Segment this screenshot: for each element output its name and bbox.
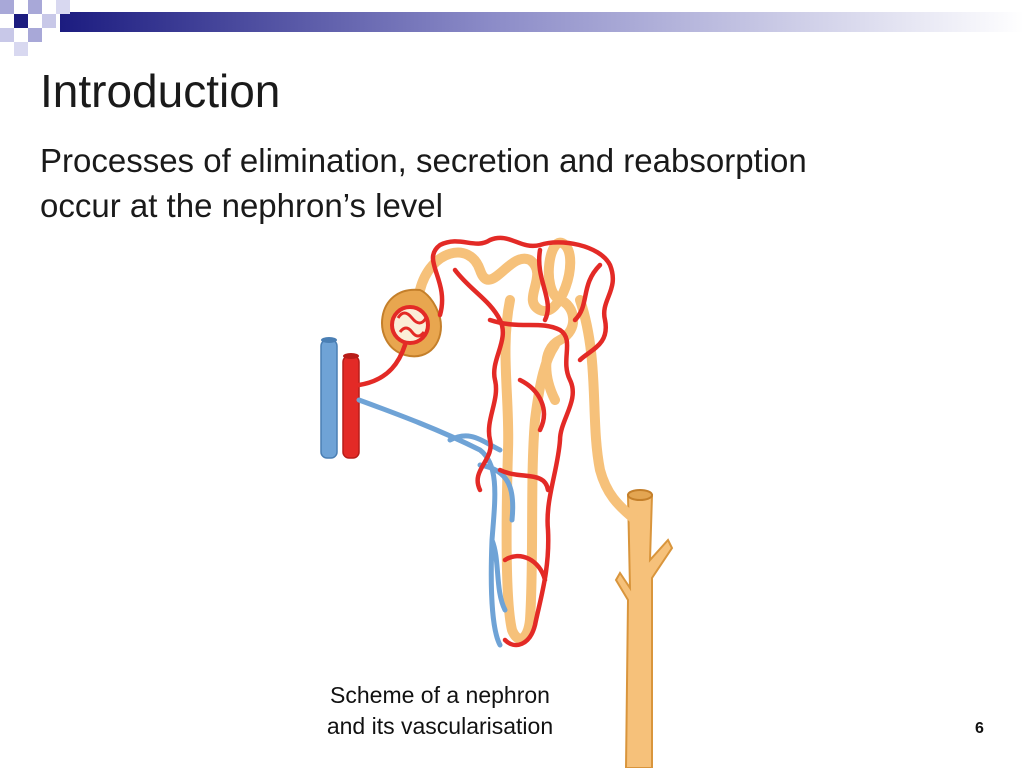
nephron-illustration [320,235,674,768]
header-decoration [0,0,1024,56]
loop-of-henle [500,295,560,644]
figure-caption: Scheme of a nephron and its vascularisat… [300,680,580,742]
slide-title: Introduction [40,65,281,117]
page-number: 6 [975,720,984,737]
slide-body: Processes of elimination, secretion and … [40,138,940,228]
body-line-1: Processes of elimination, secretion and … [40,142,807,179]
renal-vessels [320,337,360,459]
venous-capillaries [356,397,516,648]
arterial-capillaries [356,235,616,648]
caption-line-2: and its vascularisation [326,713,554,739]
body-line-2: occur at the nephron’s level [40,187,443,224]
proximal-tubule [415,237,579,405]
bowmans-capsule [381,288,442,358]
distal-tubule [575,295,640,525]
collecting-duct [614,489,674,768]
caption-line-1: Scheme of a nephron [330,682,550,708]
